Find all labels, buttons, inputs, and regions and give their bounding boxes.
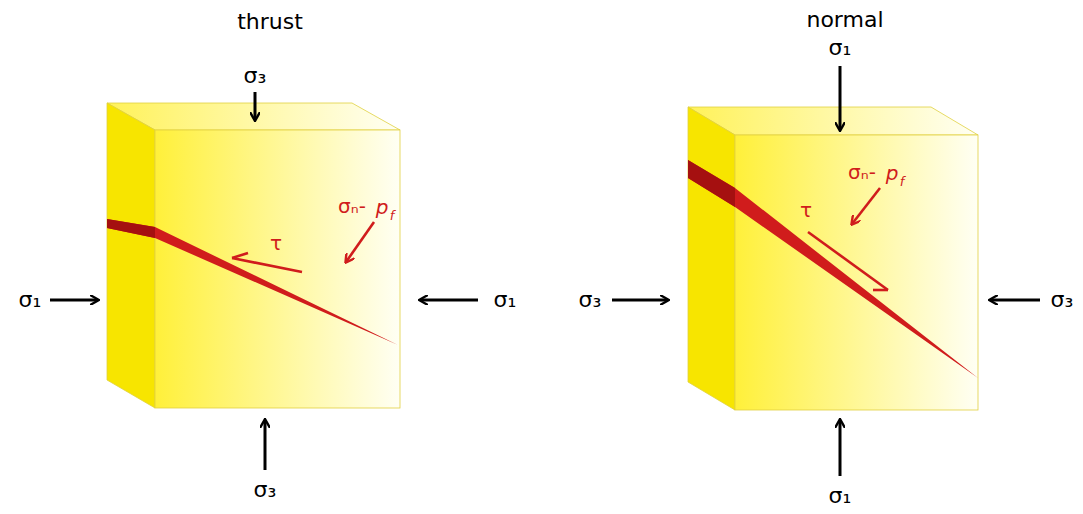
stress-symbol: σ₃ [254, 479, 277, 501]
fault-stress-arrows [232, 188, 888, 290]
pore-pressure-subscript: f [900, 175, 905, 188]
stress-symbol: σ₁ [494, 289, 517, 311]
stress-symbol: σ₁ [829, 485, 852, 507]
panel-title: normal [806, 9, 883, 31]
stress-symbol: σ₃ [1051, 289, 1074, 311]
shear-stress-symbol: τ [270, 233, 282, 253]
normal-stress-symbol: σₙ- [848, 162, 876, 182]
pore-pressure-symbol: p [376, 197, 389, 217]
normal-stress-symbol: σₙ- [338, 196, 366, 216]
stress-arrows [50, 66, 1040, 476]
thrust-block [107, 103, 400, 408]
shear-stress-symbol: τ [800, 200, 812, 220]
stress-symbol: σ₁ [19, 289, 42, 311]
stress-symbol: σ₁ [829, 37, 852, 59]
pore-pressure-subscript: f [390, 209, 395, 222]
panel-title: thrust [237, 11, 303, 33]
pore-pressure-symbol: p [886, 163, 899, 183]
stress-symbol: σ₃ [579, 289, 602, 311]
normal-block [688, 107, 978, 410]
stress-symbol: σ₃ [244, 65, 267, 87]
